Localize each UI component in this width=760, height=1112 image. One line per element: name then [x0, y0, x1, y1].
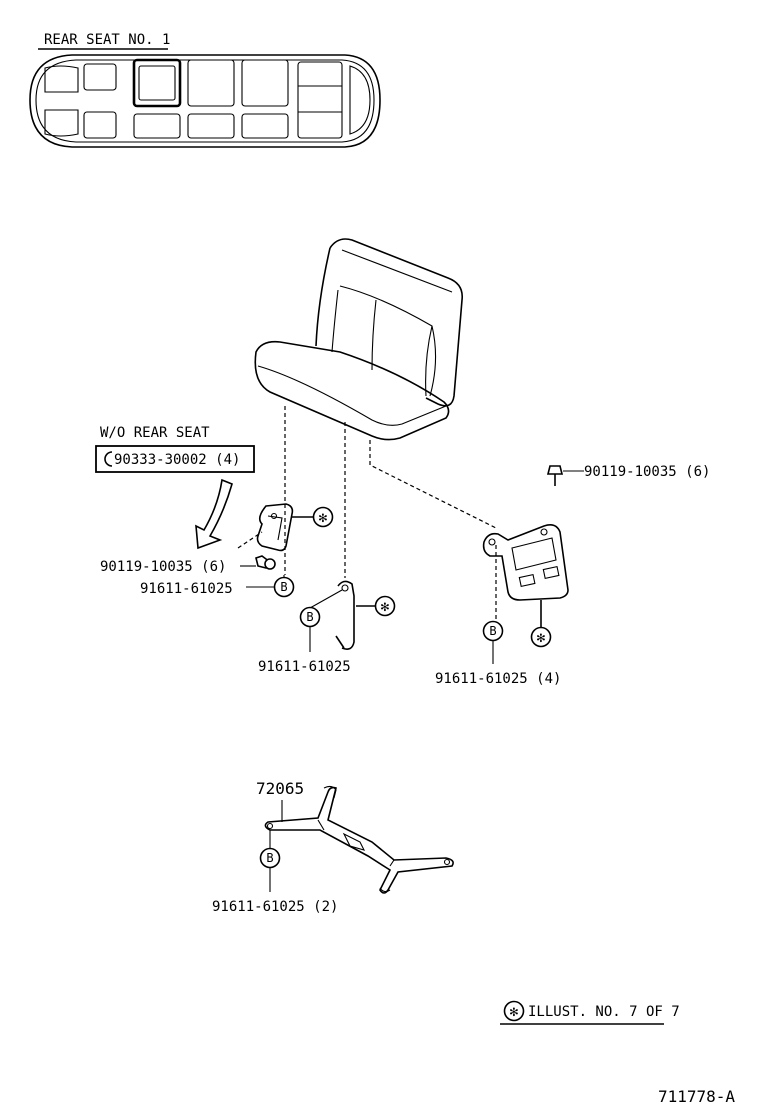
- asterisk-icon: ✻: [319, 510, 328, 526]
- illust-note-text: ILLUST. NO. 7 OF 7: [528, 1004, 680, 1020]
- b-marker-center: B: [299, 606, 321, 652]
- callout-bolt-b-right: 91611-61025 (4): [435, 671, 561, 687]
- b-marker-right: B: [482, 620, 504, 664]
- bench-seat: [254, 238, 464, 441]
- asterisk-marker-right: ✻: [530, 626, 552, 648]
- b-marker-belt-letter: B: [266, 851, 273, 865]
- direction-arrow: [195, 478, 233, 550]
- b-marker-right-letter: B: [489, 624, 496, 638]
- wo-note-part: 90333-30002 (4): [114, 452, 240, 468]
- callout-bolt-left: 90119-10035 (6): [100, 559, 226, 575]
- locator-title: REAR SEAT NO. 1: [44, 32, 170, 48]
- asterisk-icon: ✻: [510, 1004, 519, 1020]
- illustration-note: ✻ ILLUST. NO. 7 OF 7: [500, 1000, 680, 1025]
- asterisk-icon: ✻: [537, 630, 546, 646]
- wo-note-title: W/O REAR SEAT: [100, 425, 210, 441]
- b-marker-left: B: [246, 575, 295, 598]
- callout-bolt-b-center: 91611-61025: [258, 659, 351, 675]
- asterisk-marker-left: ✻: [312, 506, 334, 528]
- open-circle-icon: [104, 451, 113, 467]
- callout-bolt-right: 90119-10035 (6): [584, 464, 710, 480]
- b-marker-center-letter: B: [306, 610, 313, 624]
- bolt-left: [240, 555, 276, 570]
- drawing-code: 711778-A: [658, 1087, 735, 1106]
- callout-bolt-b-left: 91611-61025: [140, 581, 233, 597]
- asterisk-icon: ✻: [381, 599, 390, 615]
- right-bracket: [482, 524, 569, 628]
- b-marker-left-letter: B: [280, 580, 287, 594]
- seat-belt-assembly: [264, 785, 454, 894]
- left-bracket: [256, 503, 314, 552]
- asterisk-marker-center: ✻: [374, 595, 396, 617]
- bolt-right: [546, 465, 584, 486]
- seat-locator: REAR SEAT NO. 1: [29, 32, 381, 148]
- van-outline: [29, 54, 381, 148]
- center-strap: [309, 580, 375, 650]
- wo-note-box: [95, 445, 255, 473]
- highlighted-seat: [132, 58, 182, 108]
- callout-belt-part: 72065: [256, 779, 304, 798]
- b-marker-belt: B: [259, 830, 281, 892]
- without-rear-seat-note: W/O REAR SEAT 90333-30002 (4): [95, 425, 255, 550]
- callout-bolt-b-belt: 91611-61025 (2): [212, 899, 338, 915]
